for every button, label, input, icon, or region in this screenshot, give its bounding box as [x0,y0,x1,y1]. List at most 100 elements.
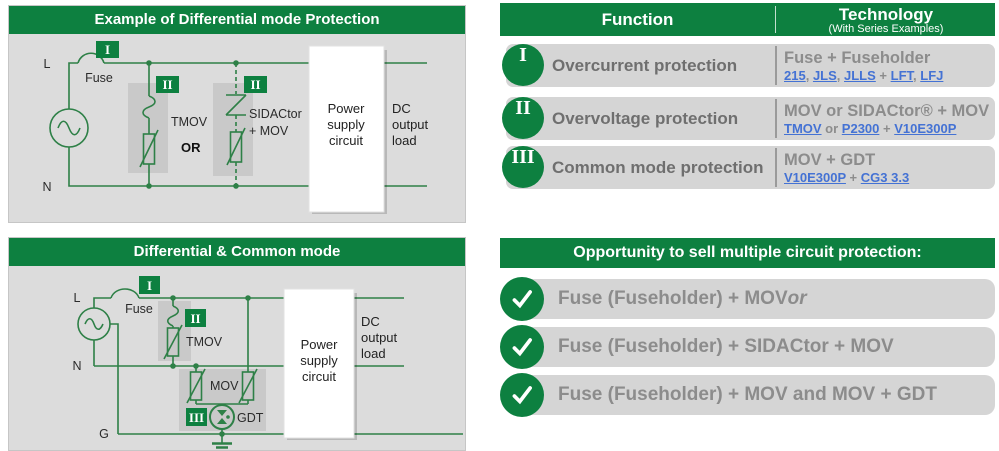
power-box-line1: Power [301,337,339,352]
power-box-line2: supply [327,117,365,132]
power-box-line1: Power [328,101,366,116]
sidactor-highlight [213,83,253,176]
text-segment: Fuse (Fuseholder) + SIDACtor + MOV [558,336,894,357]
row-divider [775,148,777,187]
series-link[interactable]: V10E300P [784,169,846,185]
badge-common-mode [186,408,207,426]
n-wire [68,147,427,187]
power-box-line3: circuit [302,369,336,384]
series-link[interactable]: P2300 [841,120,880,136]
checkmark-icon [500,373,544,417]
series-link[interactable]: LFJ [920,67,944,83]
technology-title: MOV or SIDACtor® + MOV [784,101,990,120]
opportunity-item-text: Fuse (Fuseholder) + SIDACtor + MOV [558,325,991,369]
series-links: 215, JLS, JLLS + LFT, LFJ [784,68,994,83]
function-column-header: Function [601,10,674,29]
junction-dot [233,183,239,189]
tmov-label: TMOV [171,115,208,129]
row-divider [775,46,777,85]
opportunity-item: Fuse (Fuseholder) + SIDACtor + MOV [500,325,995,369]
badge-overvoltage-right-numeral: II [250,77,260,92]
numeral-badge: II [502,97,544,139]
row-divider [775,99,777,138]
series-link[interactable]: TMOV [784,120,822,136]
mov-right-varistor-slash [238,368,258,404]
row-background [508,279,995,319]
sidactor-varistor-slash [226,127,246,166]
junction-dot [245,295,251,301]
dc-load-line2: output [392,117,429,132]
row-background [506,97,995,140]
series-link[interactable]: JLS [812,67,837,83]
checkmark-icon [500,325,544,369]
series-link[interactable]: LFT [890,67,914,83]
text-segment: , [836,67,845,83]
gdt-label: GDT [237,411,264,425]
text-segment: or [787,288,807,309]
junction-dot [170,295,176,301]
technology-title: MOV + GDT [784,150,876,169]
opportunity-title: Opportunity to sell multiple circuit pro… [500,238,995,268]
series-link[interactable]: JLLS [844,67,876,83]
dc-load-line1: DC [392,101,411,116]
checkmark-icon [500,277,544,321]
header-divider [775,6,776,33]
table-row-overcurrent: I Overcurrent protection Fuse + Fusehold… [500,43,995,88]
text-segment: Fuse (Fuseholder) + MOV [558,288,788,309]
gdt-arrow-down [217,410,227,416]
junction-dot [146,60,152,66]
dc-load-line3: load [392,133,417,148]
dc-load-line2: output [361,330,398,345]
text-segment: , [913,67,921,83]
row-background [506,146,995,189]
technology-title: Fuse + Fuseholder [784,48,931,67]
opportunity-section: Opportunity to sell multiple circuit pro… [500,238,995,417]
fuse-label: Fuse [125,302,153,316]
common-mode-title: Differential & Common mode [9,238,465,266]
text-segment: Fuse (Fuseholder) + MOV and MOV + GDT [558,384,937,405]
badge-overvoltage-left-numeral: II [162,77,172,92]
badge-common-mode-numeral: III [189,410,204,425]
function-cell: Overvoltage protection [552,108,739,128]
series-link[interactable]: CG3 3.3 [860,169,910,185]
line-n-label: N [42,180,51,194]
text-segment: + [845,169,861,185]
row-background [508,375,995,415]
or-label: OR [181,140,201,155]
n-wire [93,340,404,367]
badge-overvoltage [185,309,206,327]
function-technology-table: Function Technology (With Series Example… [500,3,995,189]
badge-overcurrent [139,276,160,294]
tmov-varistor-slash [139,129,159,168]
junction-dot [233,60,239,66]
sidactor-label-line1: SIDACtor [249,107,302,121]
common-mode-circuit: Power supply circuit I II III L N G Fuse… [72,276,463,449]
technology-cell: Fuse + Fuseholder 215, JLS, JLLS + LFT, … [784,43,994,88]
fuse-symbol [110,288,140,299]
line-g-label: G [99,427,109,441]
differential-mode-title: Example of Differential mode Protection [9,6,465,34]
ac-tilde-icon [57,120,81,136]
differential-mode-circuit: Power supply circuit I II II L N Fuse TM… [42,41,429,214]
row-background [508,327,995,367]
badge-overvoltage-right [244,76,267,93]
opportunity-item: Fuse (Fuseholder) + MOV and MOV + GDT [500,373,995,417]
tmov-varistor-slash [163,324,183,360]
fuse-symbol [77,52,105,64]
numeral-badge: III [502,146,544,188]
series-link[interactable]: 215 [784,67,806,83]
function-cell: Common mode protection [552,157,764,177]
differential-mode-panel: Power supply circuit I II II L N Fuse TM… [8,5,466,223]
opportunity-item: Fuse (Fuseholder) + MOV or [500,277,995,321]
ground-icon [212,442,232,449]
badge-overcurrent [96,41,119,58]
junction-dot [170,363,176,369]
thermal-element-symbol [142,95,156,134]
text-segment: + [875,67,891,83]
text-segment: , [805,67,813,83]
numeral-badge: I [502,44,544,86]
tmov-label: TMOV [186,335,223,349]
table-row-overvoltage: II Overvoltage protection MOV or SIDACto… [500,96,995,141]
mov-left-varistor-slash [186,368,206,404]
series-link[interactable]: V10E300P [894,120,957,136]
